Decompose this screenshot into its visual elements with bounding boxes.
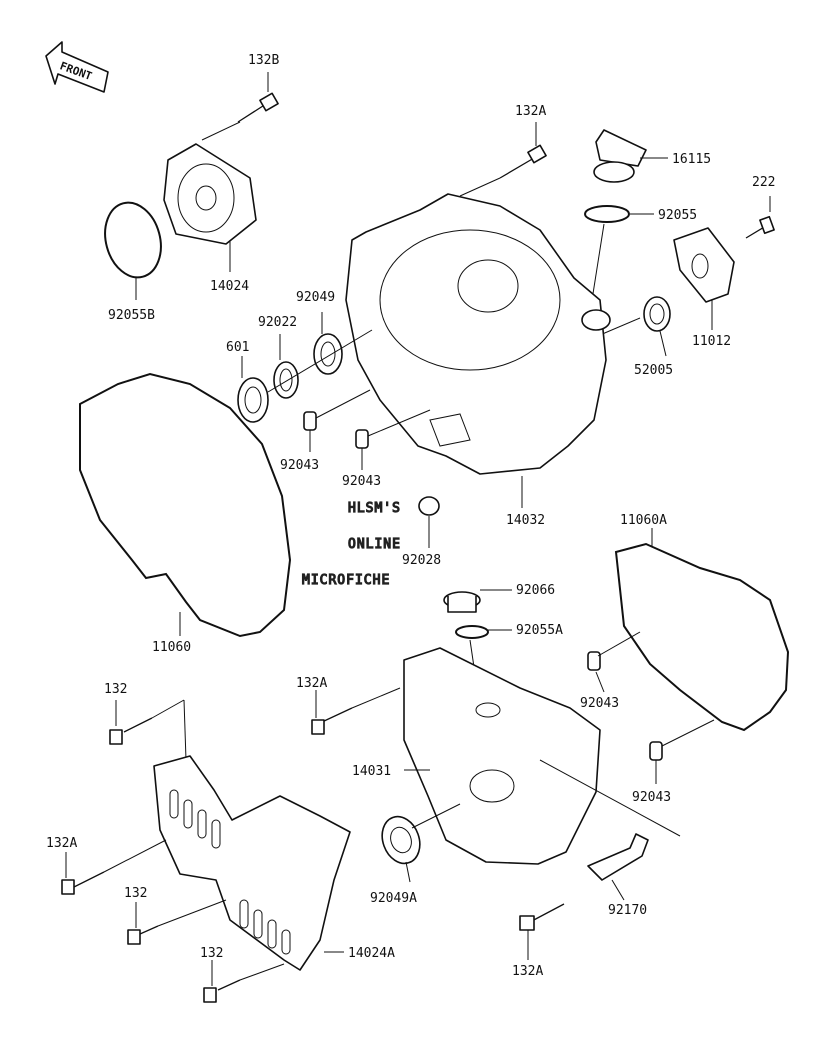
part-label-92055a: 92055A (516, 623, 563, 638)
seal-92049a (381, 803, 461, 883)
bolt-132a-mid (311, 687, 401, 735)
part-label-92043-b: 92043 (342, 474, 381, 489)
part-label-11060a: 11060A (620, 513, 667, 528)
part-label-92043-c: 92043 (580, 696, 619, 711)
part-label-14024a: 14024A (348, 946, 395, 961)
part-label-14032: 14032 (506, 513, 545, 528)
oring-92055a (455, 625, 489, 639)
dowel-92043-d (649, 719, 715, 784)
gasket-11060 (79, 372, 292, 638)
part-label-92055: 92055 (658, 208, 697, 223)
part-label-222: 222 (752, 175, 775, 190)
part-label-601: 601 (226, 340, 249, 355)
screw-222 (745, 196, 775, 239)
watermark-line-3: MICROFICHE (302, 573, 390, 588)
part-label-92049: 92049 (296, 290, 335, 305)
bolt-132-c (203, 960, 285, 1003)
part-label-132a-bottom: 132A (512, 964, 543, 979)
part-label-14031: 14031 (352, 764, 391, 779)
part-label-92028: 92028 (402, 553, 441, 568)
dowel-92043-c (587, 631, 641, 693)
dowel-92043-b (355, 409, 431, 470)
bolt-132a-top (459, 122, 547, 197)
bolt-132a-left (61, 839, 167, 895)
part-label-14024: 14024 (210, 279, 249, 294)
part-label-132a-top: 132A (515, 104, 546, 119)
part-label-92043-d: 92043 (632, 790, 671, 805)
plug-92066 (443, 589, 512, 613)
guard-14024a (153, 755, 351, 971)
oring-92055b (104, 201, 162, 279)
part-label-11060: 11060 (152, 640, 191, 655)
front-arrow-icon: FRONT (45, 41, 109, 93)
watermark-line-1: HLSM'S (348, 501, 401, 516)
washer-92022 (273, 334, 299, 399)
cover-cap-14024 (163, 143, 257, 272)
bracket-92170 (539, 759, 681, 901)
dowel-92043-a (303, 389, 371, 452)
gasket-11060a (614, 542, 790, 732)
plug-92028 (418, 496, 440, 548)
watermark-line-2: ONLINE (348, 537, 401, 552)
part-label-92055b: 92055B (108, 308, 155, 323)
plug-16115 (593, 129, 668, 183)
plate-11012 (673, 227, 735, 330)
part-label-92066: 92066 (516, 583, 555, 598)
bolt-132b (201, 72, 279, 141)
part-label-132-a: 132 (104, 682, 127, 697)
part-label-11012: 11012 (692, 334, 731, 349)
cover-14031 (403, 647, 601, 865)
watermark: HLSM'S ONLINE MICROFICHE (301, 500, 401, 588)
oring-92055 (584, 205, 630, 223)
clutch-cover-14032 (345, 193, 611, 508)
part-label-132a-mid: 132A (296, 676, 327, 691)
part-label-92022: 92022 (258, 315, 297, 330)
bolt-132-b (127, 899, 227, 945)
part-label-92049a: 92049A (370, 891, 417, 906)
part-label-92043-a: 92043 (280, 458, 319, 473)
part-label-132-c: 132 (200, 946, 223, 961)
seal-92049 (313, 312, 343, 375)
part-label-132-b: 132 (124, 886, 147, 901)
bolt-132-a (109, 699, 187, 761)
part-label-132a-left: 132A (46, 836, 77, 851)
bearing-601 (237, 356, 269, 423)
part-label-16115: 16115 (672, 152, 711, 167)
bolt-132a-bottom (519, 903, 565, 960)
part-label-132b: 132B (248, 53, 279, 68)
part-labels: 132B 14024 92055B 132A 16115 92055 222 1… (46, 53, 775, 979)
part-label-92170: 92170 (608, 903, 647, 918)
part-label-52005: 52005 (634, 363, 673, 378)
